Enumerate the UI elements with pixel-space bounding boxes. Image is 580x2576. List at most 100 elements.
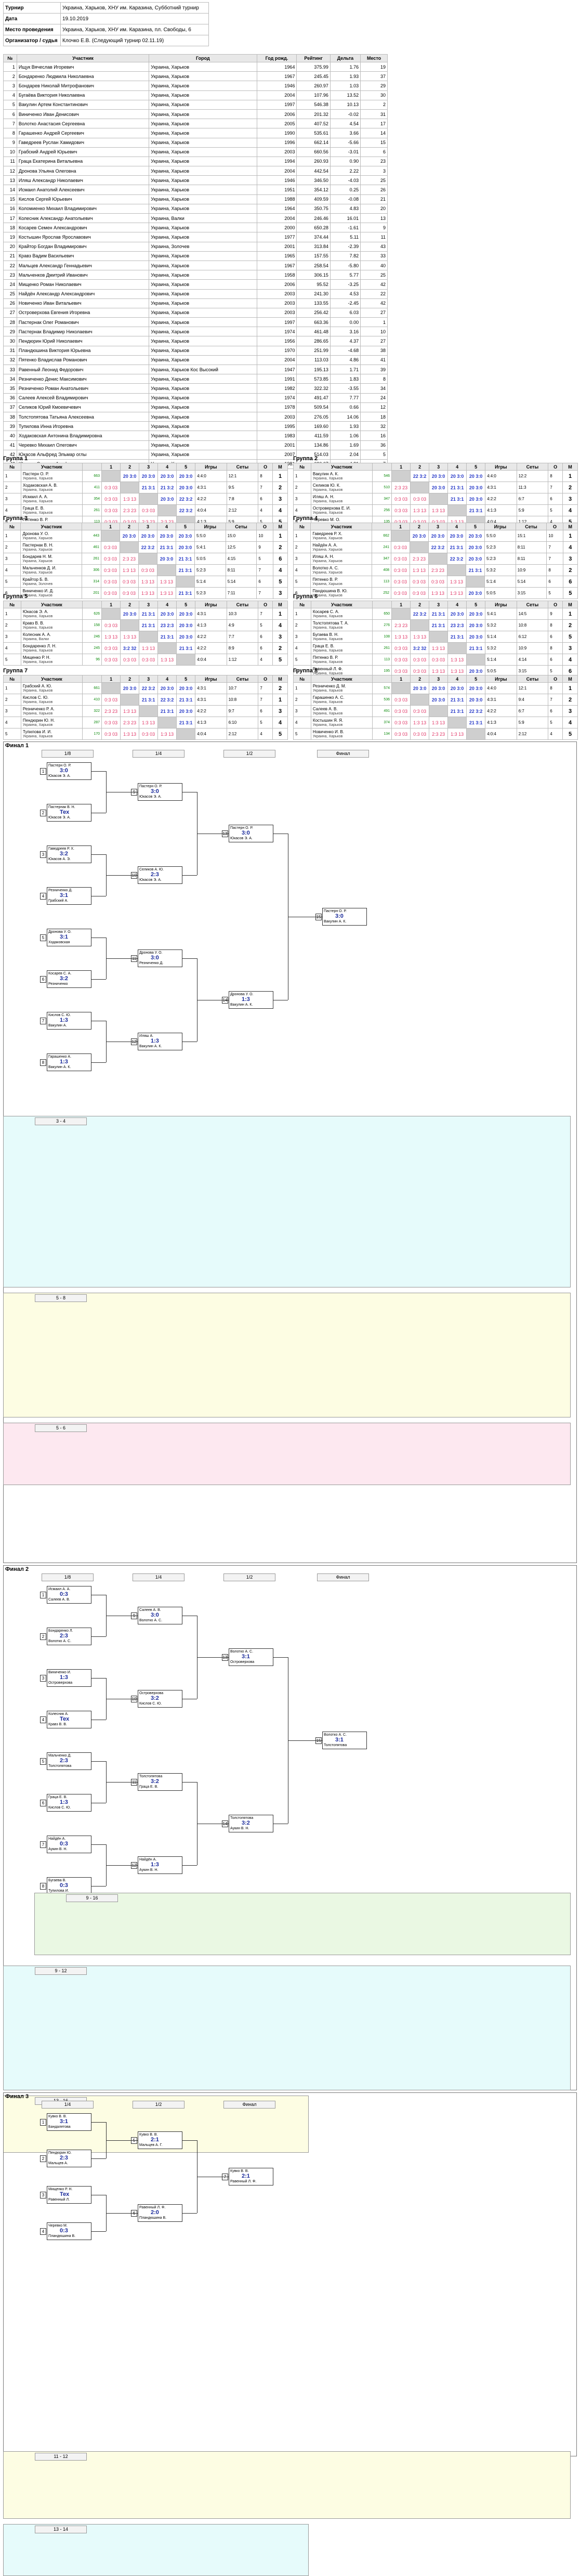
group-score-cell: 22 3:2 (157, 694, 177, 706)
group-header: 4 (157, 601, 177, 608)
group-score: 20 3:0 (179, 611, 193, 617)
group-score-cell: 1:3 13 (120, 728, 140, 740)
group-place: 4 (272, 564, 288, 576)
player-cell: 0.00 (329, 317, 361, 328)
group-header: 3 (139, 601, 159, 608)
group-score: 0:3 03 (394, 544, 407, 550)
group-score: 0:3 03 (394, 519, 408, 525)
group-place: 1 (562, 530, 578, 542)
player-cell: Украина, Золочев (149, 241, 257, 252)
group-title: Группа 2 (293, 456, 318, 462)
group-score: 20 3:0 (160, 685, 174, 691)
group-score: 0:3 03 (394, 579, 407, 584)
player-cell: 663.36 (296, 317, 331, 328)
match-player2: Островерхова (230, 1660, 255, 1664)
group-score: 0:3 03 (104, 622, 118, 628)
group-place: 3 (562, 642, 578, 654)
player-cell: 7 (3, 119, 17, 129)
group-header: 5 (466, 523, 485, 530)
group-player-name: Бондаренко Л. Н.Украина, Харьков (20, 642, 83, 654)
match-player2: Юкасов А. Э. (48, 857, 71, 861)
match-player2: Грабский А. (48, 899, 69, 903)
group-score: 20 3:0 (160, 473, 174, 479)
player-cell: 4.53 (329, 289, 361, 299)
group-score: 1:3 13 (451, 657, 464, 662)
group-player-city: Украина, Харьков (312, 593, 342, 597)
match-player1: Селиков А. Ю. (139, 868, 164, 871)
group-header: № (293, 523, 311, 530)
group-sets: 8:11 (225, 564, 257, 576)
match-player2: Ходаковская (48, 941, 70, 944)
group-score: 1:3 13 (432, 668, 445, 674)
group-player-name: Кравз В. В.Украина, Харьков (20, 619, 83, 631)
match-score: 1:3 (151, 1862, 159, 1868)
group-points: 6 (258, 642, 273, 654)
player-cell: 22 (3, 260, 17, 271)
group-player-name: Ходаковская А. В.Украина, Харьков (20, 482, 83, 493)
player-cell: Украина, Харьков (149, 61, 257, 72)
group-score: 0:3 03 (104, 567, 117, 573)
players-header: Год рожд. (256, 54, 297, 62)
player-cell: Бондаренко Людмила Николаевна (16, 71, 150, 82)
consolation-zone: 5 - 8 (3, 1293, 571, 1417)
group-player-name: Пендюрин Ю. Н.Украина, Харьков (20, 717, 83, 728)
group-row-num: 3 (3, 705, 21, 717)
group-games: 5:2:3 (484, 553, 516, 565)
group-place: 5 (272, 576, 288, 588)
group-header: Игры (485, 601, 517, 608)
group-header: 1 (101, 675, 121, 683)
group-score: 0:3 03 (394, 645, 408, 651)
player-cell: 1951 (256, 185, 297, 195)
bracket-line (91, 1886, 106, 1887)
group-player-rating: 662 (372, 530, 392, 542)
group-score-cell: 0:3 03 (101, 504, 121, 516)
player-cell: Мищенко Роман Николаевич (16, 279, 150, 290)
group-header: № (293, 601, 311, 608)
player-cell: 107.96 (296, 90, 331, 100)
player-cell: Равенный Леонид Федорович (16, 364, 150, 375)
group-score-cell: 22 3:2 (410, 608, 430, 620)
bracket-line (182, 2140, 197, 2141)
player-cell: 1995 (256, 421, 297, 432)
group-score: 0:3 03 (394, 556, 407, 562)
player-cell: 2004 (256, 213, 297, 224)
group-score-cell: 0:3 03 (101, 541, 121, 553)
player-cell: 1977 (256, 232, 297, 242)
group-score-cell: 1:3 13 (429, 642, 449, 654)
group-score-cell: 2:3 23 (120, 717, 140, 728)
group-score: 20 3:0 (179, 685, 193, 691)
group-score: 20 3:0 (450, 611, 464, 617)
match-player2: Вакулин А. К. (139, 1045, 162, 1048)
player-cell: 23 (360, 156, 388, 167)
player-cell: 3 (3, 81, 17, 91)
round-header: 1/4 (133, 1573, 184, 1581)
group-player-city: Украина, Харьков (22, 700, 53, 704)
player-cell: 2003 (256, 298, 297, 308)
match-player2: Аукин В. Н. (230, 1827, 249, 1830)
match-score: 3:0 (151, 1612, 159, 1618)
group-score-cell: 0:3 03 (120, 654, 140, 666)
group-score-cell: 0:3 03 (101, 694, 121, 706)
player-cell: 30 (3, 336, 17, 346)
players-header: № (3, 54, 17, 62)
bracket-line (91, 1761, 106, 1762)
group-place: 2 (562, 564, 578, 576)
match-number: 6 (40, 976, 46, 983)
match-number: 5 (40, 934, 46, 941)
player-cell: 25 (360, 270, 388, 280)
group-score-cell: 23 2:3 (447, 619, 467, 631)
group-score-cell (101, 608, 121, 620)
bracket-line (106, 875, 138, 876)
group-score-cell: 1:3 13 (138, 587, 158, 599)
group-score: 0:3 03 (104, 485, 118, 490)
group-score: 20 3:0 (450, 533, 464, 539)
player-cell: 354.12 (296, 185, 331, 195)
group-score-cell: 20 3:0 (466, 619, 486, 631)
group-score: 1:3 13 (161, 657, 174, 662)
group-player-city: Украина, Харьков (312, 536, 342, 540)
